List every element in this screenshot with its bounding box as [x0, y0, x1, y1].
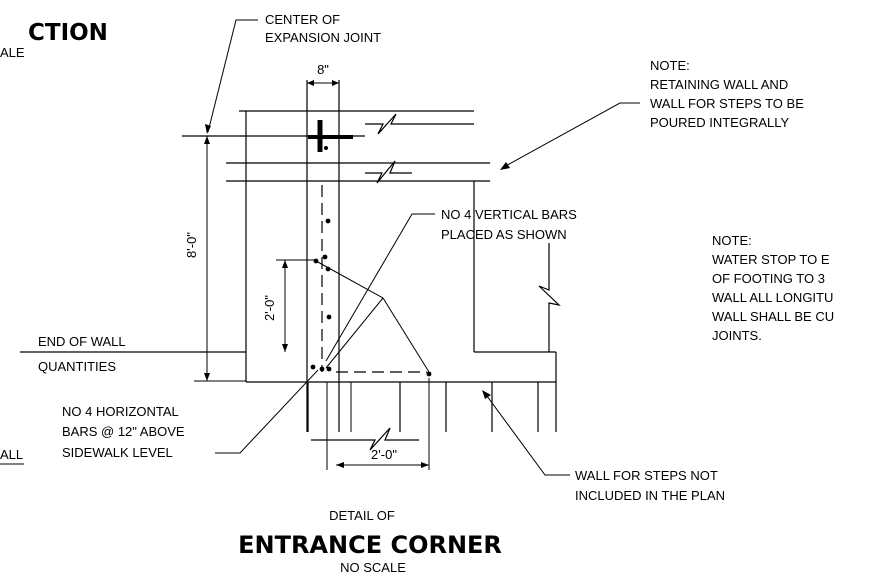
- end-of-wall-line2: QUANTITIES: [38, 359, 116, 374]
- callout-vertical-bars-line2: PLACED AS SHOWN: [441, 227, 567, 242]
- callout-steps-wall-line2: INCLUDED IN THE PLAN: [575, 488, 725, 503]
- dimension-joint-width-label: 8": [317, 62, 329, 77]
- dimension-bar-height: [276, 259, 318, 352]
- dimension-bar-spacing-label: 2'-0": [371, 447, 397, 462]
- water-stop-symbol: [308, 120, 353, 152]
- left-fragment-text: ALL: [0, 447, 23, 462]
- note2-line5: WALL SHALL BE CU: [712, 309, 834, 324]
- end-of-wall-line1: END OF WALL: [38, 334, 126, 349]
- dimension-wall-height: [194, 136, 246, 382]
- wall-outline: [20, 110, 557, 383]
- leaders: [205, 19, 640, 476]
- note2-line6: JOINTS.: [712, 328, 762, 343]
- break-lines: [311, 113, 561, 451]
- dimension-bar-spacing: [336, 378, 430, 470]
- detail-prefix: DETAIL OF: [329, 508, 395, 523]
- callout-horizontal-bars-line3: SIDEWALK LEVEL: [62, 445, 173, 460]
- callout-horizontal-bars-line1: NO 4 HORIZONTAL: [62, 404, 179, 419]
- section-title-fragment: CTION: [28, 20, 108, 46]
- dimension-wall-height-label: 8'-0": [184, 232, 199, 258]
- callout-vertical-bars-line1: NO 4 VERTICAL BARS: [441, 207, 577, 222]
- note1-line4: POURED INTEGRALLY: [650, 115, 790, 130]
- note1-line1: NOTE:: [650, 58, 690, 73]
- callout-center-joint-line2: EXPANSION JOINT: [265, 30, 381, 45]
- steps-wall-lines: [307, 382, 557, 432]
- section-scale-fragment: ALE: [0, 45, 25, 60]
- rebar: [310, 185, 432, 377]
- note2-line2: WATER STOP TO E: [712, 252, 830, 267]
- detail-title: ENTRANCE CORNER: [238, 531, 502, 559]
- note2-line4: WALL ALL LONGITU: [712, 290, 833, 305]
- callout-steps-wall-line1: WALL FOR STEPS NOT: [575, 468, 718, 483]
- dimension-bar-height-label: 2'-0": [262, 295, 277, 321]
- note2-line1: NOTE:: [712, 233, 752, 248]
- callout-center-joint-line1: CENTER OF: [265, 12, 340, 27]
- note1-line3: WALL FOR STEPS TO BE: [650, 96, 804, 111]
- note2-line3: OF FOOTING TO 3: [712, 271, 825, 286]
- dimension-joint-width: [307, 80, 339, 86]
- callout-horizontal-bars-line2: BARS @ 12" ABOVE: [62, 424, 185, 439]
- note1-line2: RETAINING WALL AND: [650, 77, 788, 92]
- detail-scale: NO SCALE: [340, 560, 406, 575]
